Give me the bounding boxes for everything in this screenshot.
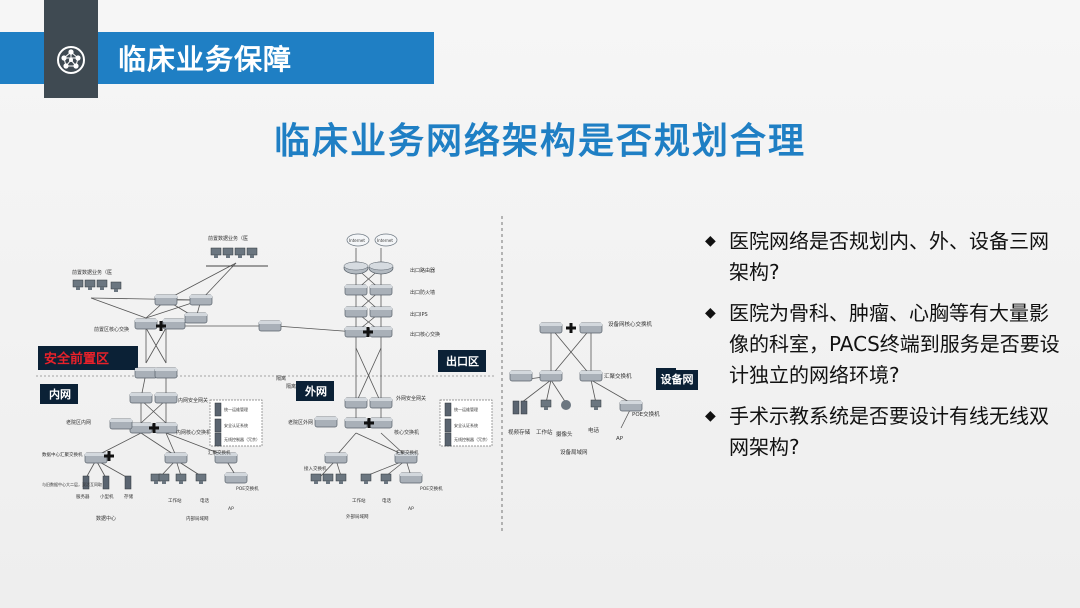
- label-pre-core: 前置区核心交换: [94, 326, 129, 333]
- list-item: ◆ 医院网络是否规划内、外、设备三网架构?: [705, 226, 1065, 288]
- label-dev-lan: 设备局域网: [560, 448, 588, 456]
- zone-security-front-label: 安全前置区: [44, 351, 109, 367]
- label-ws-ex: 工作站: [352, 497, 366, 504]
- label-dc: 数据中心: [96, 515, 116, 522]
- zone-security-front: [38, 346, 138, 370]
- zone-intranet-label: 内网: [49, 387, 71, 401]
- label-in-security-gw: 内网安全网关: [178, 397, 208, 404]
- label-ap-in: AP: [228, 506, 234, 512]
- label-svc6: 无线控制器（冗余）: [454, 436, 490, 442]
- label-ex-core: 核心交换机: [394, 429, 419, 436]
- label-minicomputer: 小型机: [100, 493, 114, 500]
- zone-intranet: [40, 384, 78, 404]
- label-hosp-in: 老院区内网: [66, 419, 91, 426]
- label-exit-router: 出口路由器: [410, 267, 435, 274]
- label-dev-video: 视频存储: [508, 428, 531, 436]
- diamond-bullet-icon: ◆: [705, 233, 716, 249]
- diamond-bullet-icon: ◆: [705, 408, 716, 424]
- label-ext-biz1: 前置数据业务（医: [208, 235, 248, 242]
- label-isolation: 隔离: [276, 375, 286, 382]
- bullet-list: ◆ 医院网络是否规划内、外、设备三网架构? ◆ 医院为骨科、肿瘤、心胸等有大量影…: [705, 226, 1065, 473]
- bullet-text: 医院为骨科、肿瘤、心胸等有大量影像的科室，PACS终端到服务是否要设计独立的网络…: [729, 301, 1060, 387]
- label-dev-cam: 摄像头: [556, 430, 573, 438]
- zone-exit-label: 出口区: [446, 354, 479, 368]
- label-in-core: 内网核心交换机: [176, 429, 211, 436]
- label-exit-core: 出口核心交换: [410, 331, 440, 338]
- label-servers: 服务器: [76, 493, 90, 500]
- network-globe-icon: [57, 46, 85, 74]
- label-dc-left: 与旧数据中心大二层，双活互同取: [42, 481, 102, 487]
- label-exit-ips: 出口IPS: [410, 311, 428, 318]
- zone-extranet-label: 外网: [304, 384, 327, 398]
- label-dev-poe: POE交换机: [632, 410, 660, 418]
- label-dev-ws: 工作站: [536, 428, 553, 436]
- label-storage: 存储: [124, 493, 133, 500]
- camera-icon: [561, 400, 571, 410]
- label-exit-fw: 出口防火墙: [410, 289, 435, 296]
- label-agg-in: 汇聚交换机: [208, 449, 231, 456]
- section-title: 临床业务保障: [118, 43, 293, 76]
- label-isolation2: 隔离: [286, 383, 296, 390]
- label-cloud1: Internet: [349, 238, 365, 243]
- label-lan-in: 内部局域网: [186, 515, 209, 522]
- label-poe-in: POE交换机: [236, 485, 259, 492]
- zone-exit: [438, 350, 486, 372]
- label-ex-security-gw: 外网安全网关: [396, 395, 426, 402]
- label-dev-phone: 电话: [588, 426, 600, 434]
- page-title: 临床业务网络架构是否规划合理: [273, 121, 806, 162]
- label-agg-ex: 汇聚交换机: [396, 449, 419, 456]
- diamond-bullet-icon: ◆: [705, 305, 716, 321]
- label-dev-agg: 汇聚交换机: [604, 372, 632, 380]
- logo-box: [44, 0, 98, 98]
- label-svc5: 安全认证系统: [454, 422, 478, 428]
- server-group-top: [72, 247, 268, 293]
- label-svc1: 统一运维管理: [224, 406, 248, 412]
- label-access-ex: 接入交换机: [304, 465, 327, 472]
- label-svc3: 无线控制器（冗余）: [224, 436, 260, 442]
- label-dev-core: 设备网核心交换机: [608, 320, 653, 328]
- label-poe-ex: POE交换机: [420, 485, 443, 492]
- label-ap-ex: AP: [408, 506, 414, 512]
- label-cloud2: Internet: [377, 238, 393, 243]
- label-phone-in: 电话: [200, 497, 209, 504]
- label-lan-ex: 外部局域网: [346, 513, 369, 520]
- label-dev-ap: AP: [616, 436, 624, 442]
- zone-device-net-label: 设备网: [656, 370, 698, 390]
- label-dc-agg: 数据中心汇聚交换机: [42, 451, 83, 458]
- network-architecture-diagram: 前置数据业务（医 前置数据业务（医 前置区核心交换 Internet Inter…: [36, 216, 676, 533]
- label-hosp-ex: 老院区外网: [288, 419, 313, 426]
- zone-extranet: [296, 381, 334, 401]
- label-svc4: 统一运维管理: [454, 406, 478, 412]
- list-item: ◆ 医院为骨科、肿瘤、心胸等有大量影像的科室，PACS终端到服务是否要设计独立的…: [705, 298, 1065, 391]
- list-item: ◆ 手术示教系统是否要设计有线无线双网架构?: [705, 401, 1065, 463]
- bullet-text: 手术示教系统是否要设计有线无线双网架构?: [729, 404, 1049, 459]
- label-svc2: 安全认证系统: [224, 422, 248, 428]
- label-phone-ex: 电话: [382, 497, 391, 504]
- label-ws-in: 工作站: [168, 497, 182, 504]
- bullet-text: 医院网络是否规划内、外、设备三网架构?: [729, 229, 1049, 284]
- label-ext-biz2: 前置数据业务（医: [72, 269, 112, 276]
